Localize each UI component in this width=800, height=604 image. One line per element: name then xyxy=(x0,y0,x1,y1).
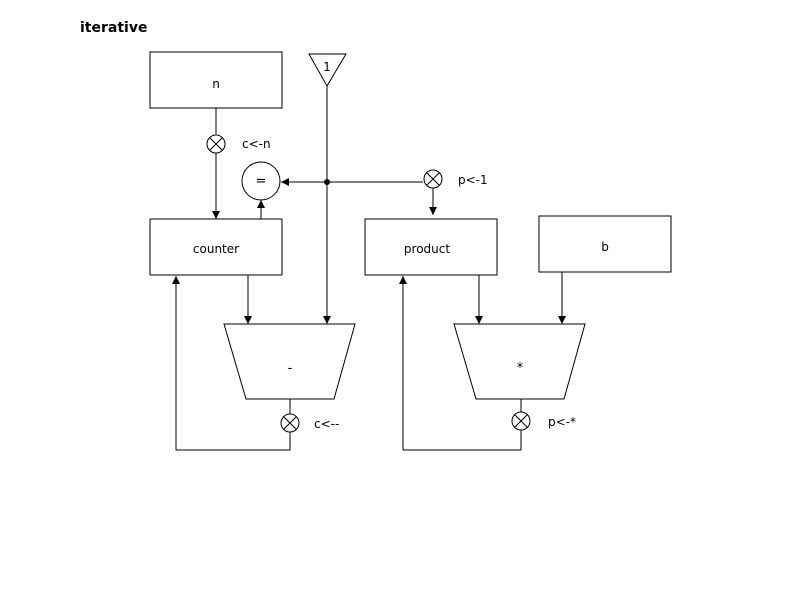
register-counter-label: counter xyxy=(193,242,239,256)
register-b: b xyxy=(538,215,672,273)
subtractor-alu: - xyxy=(223,323,356,400)
c-load-n-label: c<-n xyxy=(242,137,271,151)
register-product: product xyxy=(364,218,498,276)
constant-one: 1 xyxy=(308,53,347,87)
p-load-1-label: p<-1 xyxy=(458,173,488,187)
register-n-label: n xyxy=(212,77,220,91)
comparator: = xyxy=(241,161,281,201)
register-product-label: product xyxy=(404,242,450,256)
diagram-title: iterative xyxy=(80,20,147,36)
p-load-mul-label: p<-* xyxy=(548,415,576,429)
register-b-label: b xyxy=(601,240,609,254)
c-load-dec-switch-icon xyxy=(280,413,300,433)
constant-one-label: 1 xyxy=(323,60,331,74)
register-counter: counter xyxy=(149,218,283,276)
multiplier-label: * xyxy=(517,361,524,376)
comparator-label: = xyxy=(256,174,267,189)
c-load-n-switch-icon xyxy=(206,134,226,154)
c-load-dec-label: c<-- xyxy=(314,417,339,431)
multiplier-alu: * xyxy=(453,323,586,400)
counter-feedback-line xyxy=(172,276,291,451)
p-load-1-switch-icon xyxy=(423,169,443,189)
product-feedback-line xyxy=(399,276,522,451)
subtractor-label: - xyxy=(288,361,293,376)
p-load-mul-switch-icon xyxy=(511,411,531,431)
register-n: n xyxy=(149,51,283,109)
